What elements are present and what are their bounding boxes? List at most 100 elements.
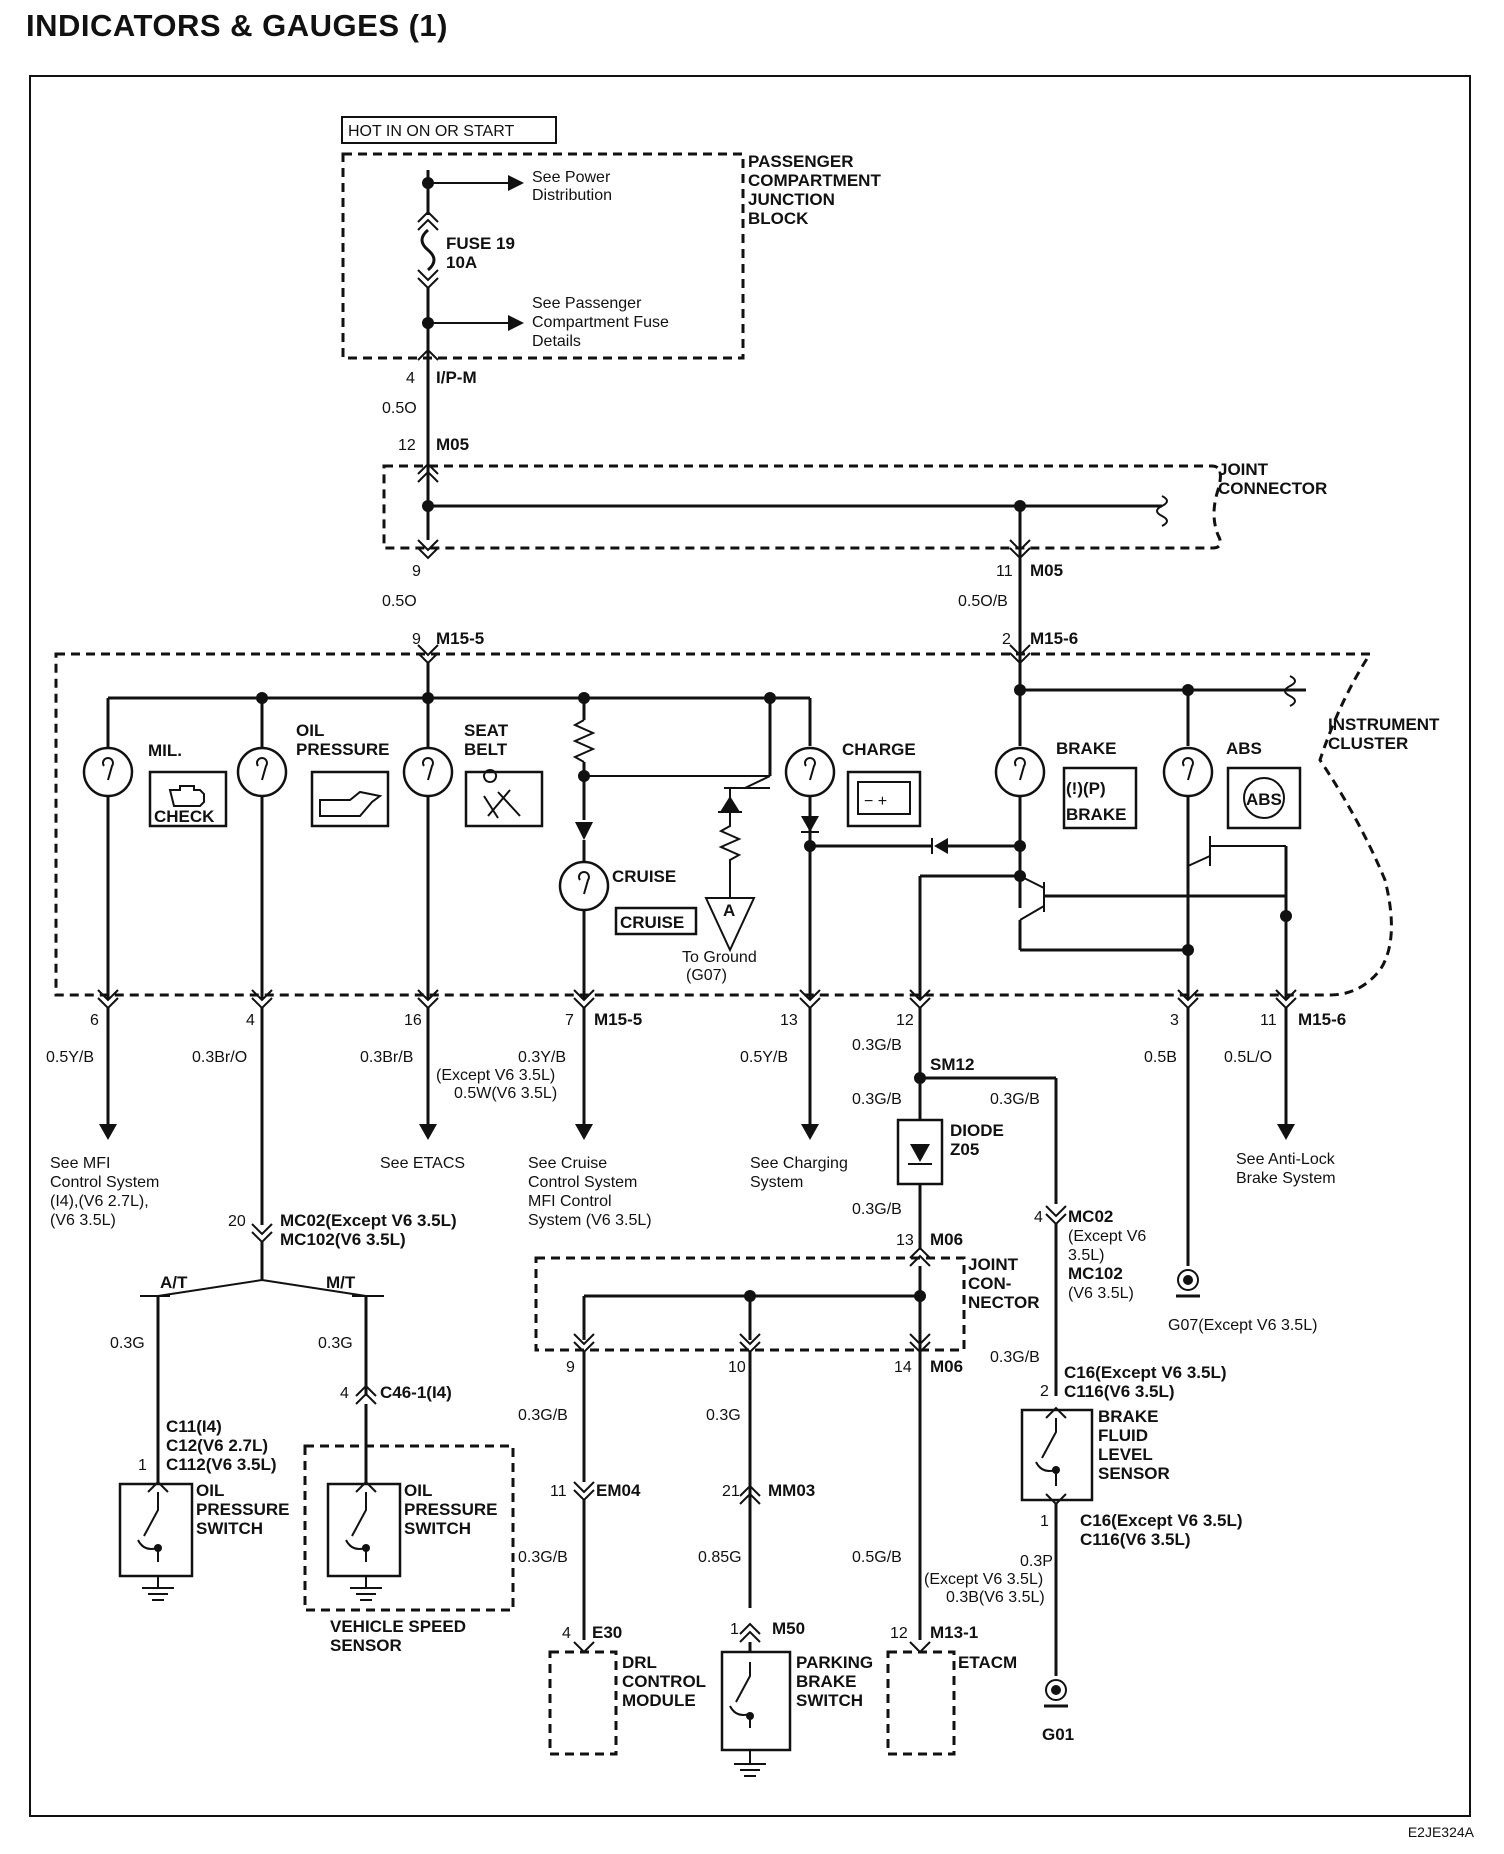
- vss-label-2: SENSOR: [330, 1636, 402, 1655]
- joint2-1: JOINT: [968, 1255, 1019, 1274]
- joint1-out-right-conn: M05: [1030, 561, 1063, 580]
- oil-branch-conn2: MC102(V6 3.5L): [280, 1230, 406, 1249]
- abs-label: ABS: [1226, 739, 1262, 758]
- low-p10: 10: [728, 1359, 746, 1376]
- oil-switch-at-3: SWITCH: [196, 1519, 263, 1538]
- low-w3b: 0.5G/B: [852, 1549, 902, 1566]
- cruise-icon-label: CRUISE: [620, 913, 684, 932]
- note-abs-2: Brake System: [1236, 1170, 1336, 1187]
- page-title: INDICATORS & GAUGES (1): [26, 8, 448, 43]
- joint1-label-2: CONNECTOR: [1218, 479, 1327, 498]
- abs-icon-label: ABS: [1246, 790, 1282, 809]
- oil-branch-conn: MC02(Except V6 3.5L): [280, 1211, 457, 1230]
- to-ground-1: To Ground: [682, 949, 757, 966]
- out-conn-m15-5: M15-5: [594, 1010, 642, 1029]
- brake-symbol: (!)(P): [1066, 779, 1106, 798]
- joint1-label-1: JOINT: [1218, 460, 1269, 479]
- em04-conn: EM04: [596, 1481, 641, 1500]
- see-fuse-2: Compartment Fuse: [532, 314, 669, 331]
- low-w1: 0.3G/B: [518, 1407, 568, 1424]
- joint-connector-2-outline: [534, 1256, 966, 1352]
- oil-label-2: PRESSURE: [296, 740, 390, 759]
- low-p9: 9: [566, 1359, 575, 1376]
- note-mfi-4: (V6 3.5L): [50, 1212, 116, 1229]
- oil-bulb: [236, 746, 288, 798]
- ipm-conn: I/P-M: [436, 368, 477, 387]
- mc-4: MC102: [1068, 1264, 1123, 1283]
- out-pin-4: 4: [246, 1012, 255, 1029]
- etacm-outline: [886, 1650, 956, 1756]
- g01-label: G01: [1042, 1725, 1074, 1744]
- out-wire-7: 0.5B: [1144, 1049, 1177, 1066]
- brake-label: BRAKE: [1056, 739, 1116, 758]
- wire-at: 0.3G: [110, 1335, 145, 1352]
- ground-g07-icon: [1176, 1269, 1200, 1298]
- etacm-label: ETACM: [958, 1653, 1017, 1672]
- low-m06: M06: [930, 1357, 963, 1376]
- check-label: CHECK: [154, 807, 215, 826]
- out-pin-3: 3: [1170, 1012, 1179, 1029]
- wire-p-3: 0.3B(V6 3.5L): [946, 1589, 1045, 1606]
- cluster-label-2: CLUSTER: [1328, 734, 1408, 753]
- see-power-1: See Power: [532, 169, 611, 186]
- seat-belt-bulb: [402, 746, 454, 798]
- note-charging-1: See Charging: [750, 1155, 848, 1172]
- see-fuse-3: Details: [532, 333, 581, 350]
- joint-connector-1-outline: [382, 464, 1222, 550]
- parking-brake-switch: [720, 1650, 792, 1752]
- cluster-wire-left: 0.5O: [382, 593, 417, 610]
- drl-3: MODULE: [622, 1691, 696, 1710]
- ipm-pin: 4: [406, 370, 415, 387]
- pbs-2: BRAKE: [796, 1672, 856, 1691]
- to-ground-2: (G07): [686, 967, 727, 984]
- out-wire-8: 0.5L/O: [1224, 1049, 1272, 1066]
- mc-5: (V6 3.5L): [1068, 1285, 1134, 1302]
- c46-conn: C46-1(I4): [380, 1383, 452, 1402]
- ground-g01-icon: [1044, 1679, 1068, 1708]
- em04-pin: 11: [550, 1483, 567, 1500]
- brake-warning-icon: [1062, 766, 1138, 830]
- cluster-pin-right: 2: [1002, 631, 1011, 648]
- e30-pin: 4: [562, 1625, 571, 1642]
- out-conn-m15-6: M15-6: [1298, 1010, 1346, 1029]
- sm12-wire-l: 0.3G/B: [852, 1091, 902, 1108]
- m13-conn: M13-1: [930, 1623, 978, 1642]
- fuse-label-2: 10A: [446, 253, 477, 272]
- m13-pin: 12: [890, 1625, 908, 1642]
- ipm-wire: 0.5O: [382, 400, 417, 417]
- out-wire-4b: (Except V6 3.5L): [436, 1067, 555, 1084]
- brake-bulb: [994, 746, 1046, 798]
- seat-label-2: BELT: [464, 740, 508, 759]
- c16b-2: C116(V6 3.5L): [1080, 1530, 1191, 1549]
- cruise-bulb: [558, 860, 610, 912]
- pcjb-1: PASSENGER: [748, 152, 854, 171]
- drl-1: DRL: [622, 1653, 657, 1672]
- at-label: A/T: [160, 1273, 188, 1292]
- mil-bulb: [82, 746, 134, 798]
- note-mfi-3: (I4),(V6 2.7L),: [50, 1193, 149, 1210]
- c11-pin: 1: [138, 1457, 147, 1474]
- diode-label-1: DIODE: [950, 1121, 1004, 1140]
- mc-3: 3.5L): [1068, 1247, 1104, 1264]
- joint1-in-conn: M05: [436, 435, 469, 454]
- low-p14: 14: [894, 1359, 912, 1376]
- charge-label: CHARGE: [842, 740, 916, 759]
- bfl-2: FLUID: [1098, 1426, 1148, 1445]
- bfl-1: BRAKE: [1098, 1407, 1158, 1426]
- oil-label-1: OIL: [296, 721, 324, 740]
- pcjb-3: JUNCTION: [748, 190, 835, 209]
- note-charging-2: System: [750, 1174, 803, 1191]
- see-power-2: Distribution: [532, 187, 612, 204]
- low-w2b: 0.85G: [698, 1549, 742, 1566]
- note-mfi-2: Control System: [50, 1174, 159, 1191]
- c16-pin: 2: [1040, 1383, 1049, 1400]
- ground-a-label: A: [723, 901, 735, 920]
- cluster-conn-left: M15-5: [436, 629, 484, 648]
- diode-wire: 0.3G/B: [852, 1201, 902, 1218]
- seat-label-1: SEAT: [464, 721, 509, 740]
- pbs-3: SWITCH: [796, 1691, 863, 1710]
- out-pin-12: 12: [896, 1012, 914, 1029]
- c11-3: C112(V6 3.5L): [166, 1455, 277, 1474]
- vss-label-1: VEHICLE SPEED: [330, 1617, 466, 1636]
